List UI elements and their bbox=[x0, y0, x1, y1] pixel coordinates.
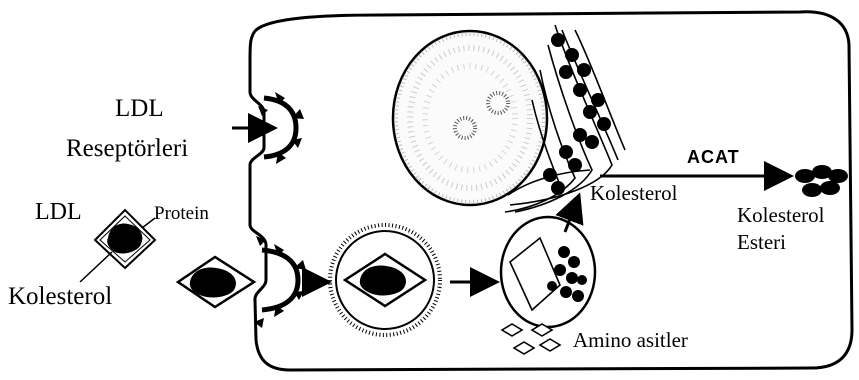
acat-label: ACAT bbox=[687, 148, 740, 166]
ldl-particle-legend bbox=[80, 210, 155, 282]
ldl-receptors-label-line2: Reseptörleri bbox=[66, 136, 188, 161]
ldl-receptor-pit-lower bbox=[254, 236, 306, 328]
lysosome bbox=[501, 217, 595, 327]
cholesteryl-ester-droplets bbox=[795, 165, 848, 197]
ldl-receptors-label-line1: LDL bbox=[115, 96, 164, 121]
amino-acid-fragments bbox=[502, 324, 560, 354]
cholesterol-label-left: Kolesterol bbox=[8, 284, 112, 309]
cholesterol-ester-label-line1: Kolesterol bbox=[737, 205, 824, 226]
amino-acids-label: Amino asitler bbox=[573, 330, 688, 351]
ldl-label: LDL bbox=[35, 200, 82, 224]
coated-vesicle bbox=[330, 225, 440, 335]
ldl-particle-entering bbox=[178, 257, 254, 307]
golgi-vesicles bbox=[543, 33, 611, 195]
protein-label: Protein bbox=[154, 204, 209, 223]
cholesterol-label-mid: Kolesterol bbox=[590, 183, 677, 204]
nucleus bbox=[393, 31, 547, 205]
cholesterol-ester-label-line2: Esteri bbox=[737, 232, 786, 253]
